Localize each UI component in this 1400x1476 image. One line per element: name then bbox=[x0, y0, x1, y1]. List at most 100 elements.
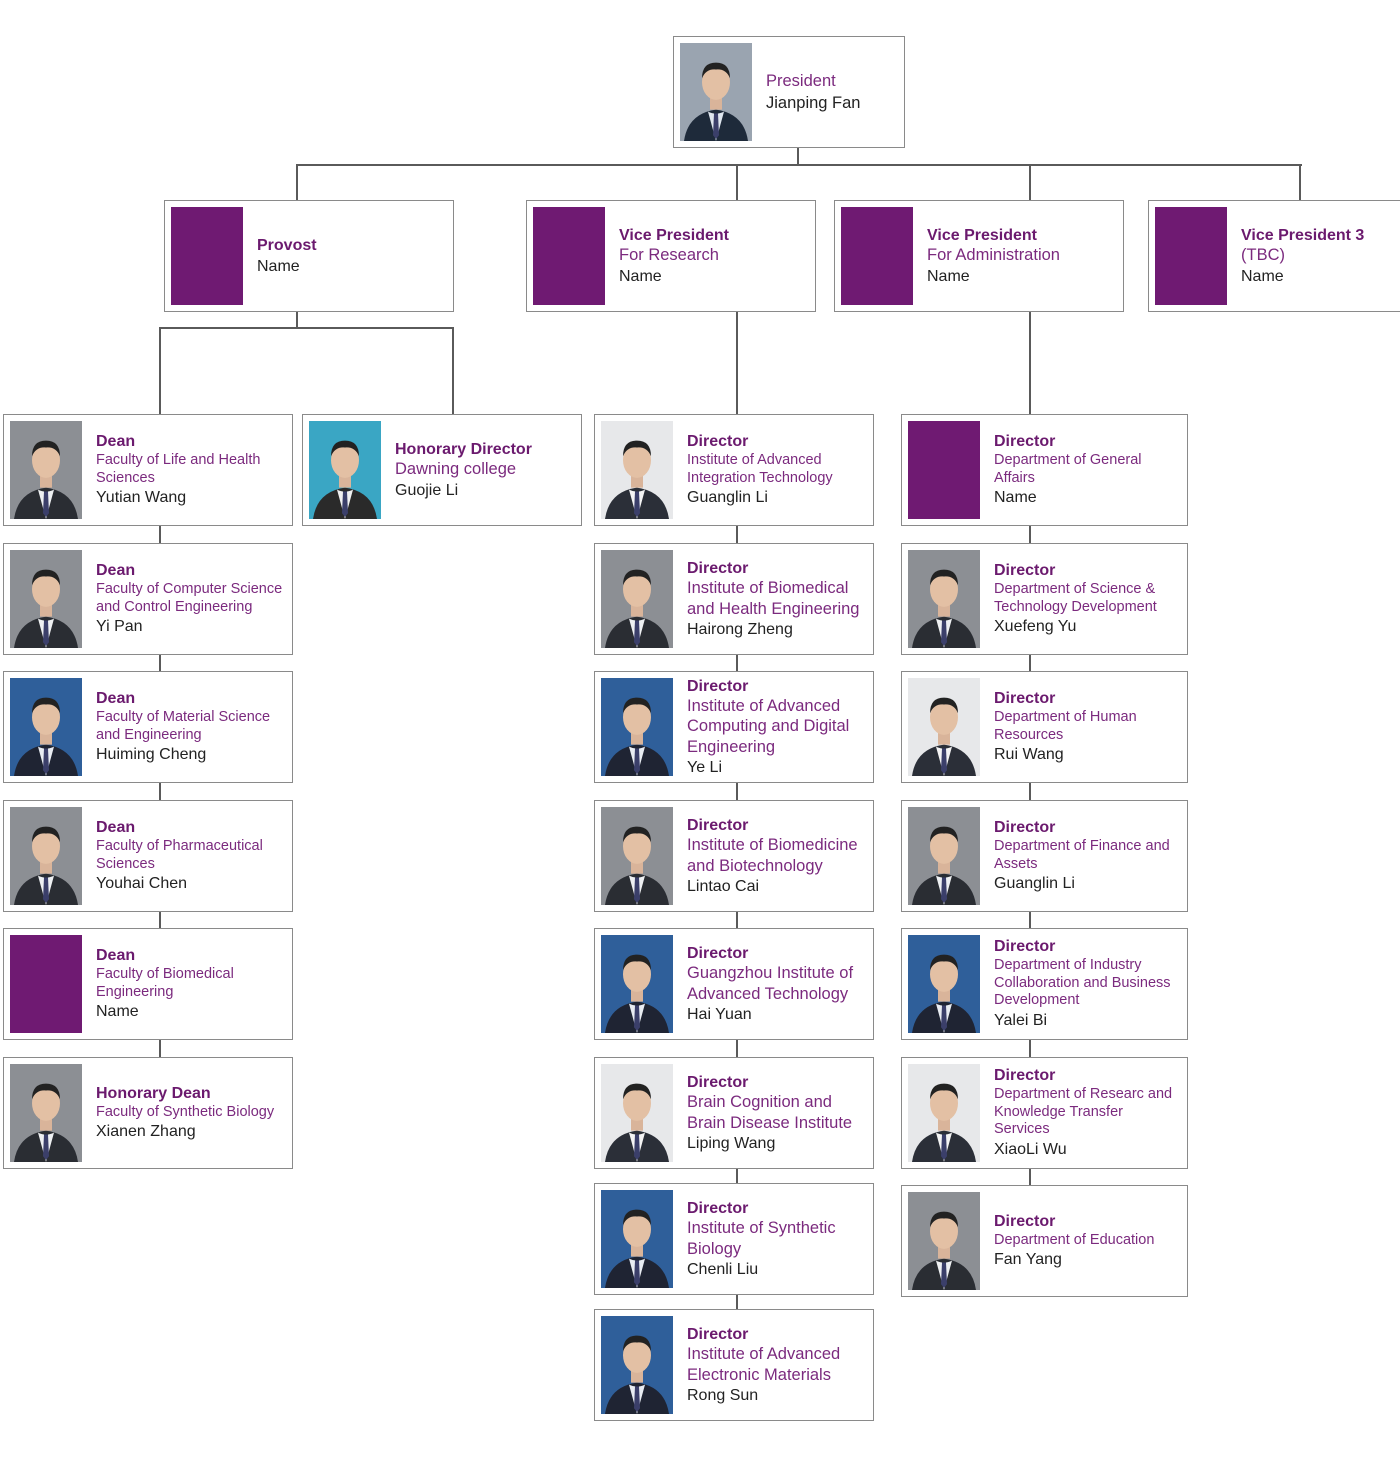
unit-label: Faculty of Pharmaceutical Sciences bbox=[96, 837, 263, 872]
role-title: Director bbox=[994, 690, 1056, 708]
person-name: Yalei Bi bbox=[994, 1012, 1048, 1030]
person-name: Yi Pan bbox=[96, 618, 143, 636]
connector-line bbox=[1029, 311, 1031, 415]
person-name: XiaoLi Wu bbox=[994, 1141, 1067, 1159]
connector-line bbox=[159, 327, 161, 415]
connector-line bbox=[736, 311, 738, 415]
person-name: Hairong Zheng bbox=[687, 620, 793, 638]
role-title: Director bbox=[687, 1325, 749, 1343]
person-name: Youhai Chen bbox=[96, 875, 188, 893]
portrait-photo bbox=[601, 421, 673, 519]
person-name: Lintao Cai bbox=[687, 877, 760, 895]
portrait-photo bbox=[601, 807, 673, 905]
unit-label: Faculty of Synthetic Biology bbox=[96, 1103, 275, 1120]
portrait-photo bbox=[601, 1064, 673, 1162]
unit-label: Department of Finance and Assets bbox=[994, 837, 1170, 872]
role-title: Vice President 3 bbox=[1241, 226, 1365, 244]
role-title: Dean bbox=[96, 947, 136, 965]
person-name: Xuefeng Yu bbox=[994, 618, 1077, 636]
person-name: Name bbox=[257, 257, 300, 275]
role-title: Director bbox=[994, 433, 1056, 451]
unit-label: Faculty of Life and Health Sciences bbox=[96, 451, 261, 486]
photo-placeholder bbox=[171, 207, 243, 305]
role-title: Director bbox=[687, 944, 749, 962]
connector-line bbox=[159, 327, 454, 329]
portrait-photo bbox=[908, 807, 980, 905]
connector-line bbox=[736, 525, 738, 1310]
unit-label: Dawning college bbox=[395, 460, 517, 479]
person-name: Guanglin Li bbox=[687, 489, 768, 507]
portrait-photo bbox=[908, 550, 980, 648]
connector-line bbox=[296, 164, 1302, 166]
person-name: Ye Li bbox=[687, 758, 722, 776]
role-title: Director bbox=[994, 819, 1056, 837]
connector-line bbox=[1299, 164, 1301, 201]
person-name: Liping Wang bbox=[687, 1134, 776, 1152]
portrait-photo bbox=[908, 678, 980, 776]
connector-line bbox=[296, 164, 298, 201]
unit-label: Brain Cognition and Brain Disease Instit… bbox=[687, 1093, 853, 1132]
portrait-photo bbox=[601, 678, 673, 776]
role-title: Director bbox=[687, 677, 749, 695]
portrait-photo bbox=[10, 678, 82, 776]
person-name: Name bbox=[619, 267, 662, 285]
photo-placeholder bbox=[1155, 207, 1227, 305]
connector-line bbox=[736, 164, 738, 201]
unit-label: Department of General Affairs bbox=[994, 451, 1142, 486]
person-name: Chenli Liu bbox=[687, 1260, 759, 1278]
unit-label: Institute of Biomedical and Health Engin… bbox=[687, 579, 860, 618]
photo-placeholder bbox=[841, 207, 913, 305]
role-title: Director bbox=[994, 938, 1056, 956]
role-title: Honorary Director bbox=[395, 440, 532, 458]
unit-label: Faculty of Material Science and Engineer… bbox=[96, 708, 271, 743]
role-title: Director bbox=[687, 816, 749, 834]
role-title: President bbox=[766, 72, 836, 91]
person-name: Fan Yang bbox=[994, 1251, 1062, 1269]
unit-label: Department of Industry Collaboration and… bbox=[994, 956, 1171, 1009]
portrait-photo bbox=[908, 935, 980, 1033]
role-title: Dean bbox=[96, 819, 136, 837]
unit-label: Institute of Advanced Computing and Digi… bbox=[687, 697, 850, 756]
role-title: Provost bbox=[257, 236, 317, 254]
person-name: Guojie Li bbox=[395, 481, 459, 499]
portrait-photo bbox=[601, 550, 673, 648]
photo-placeholder bbox=[10, 935, 82, 1033]
connector-line bbox=[296, 311, 298, 329]
person-name: Yutian Wang bbox=[96, 489, 187, 507]
